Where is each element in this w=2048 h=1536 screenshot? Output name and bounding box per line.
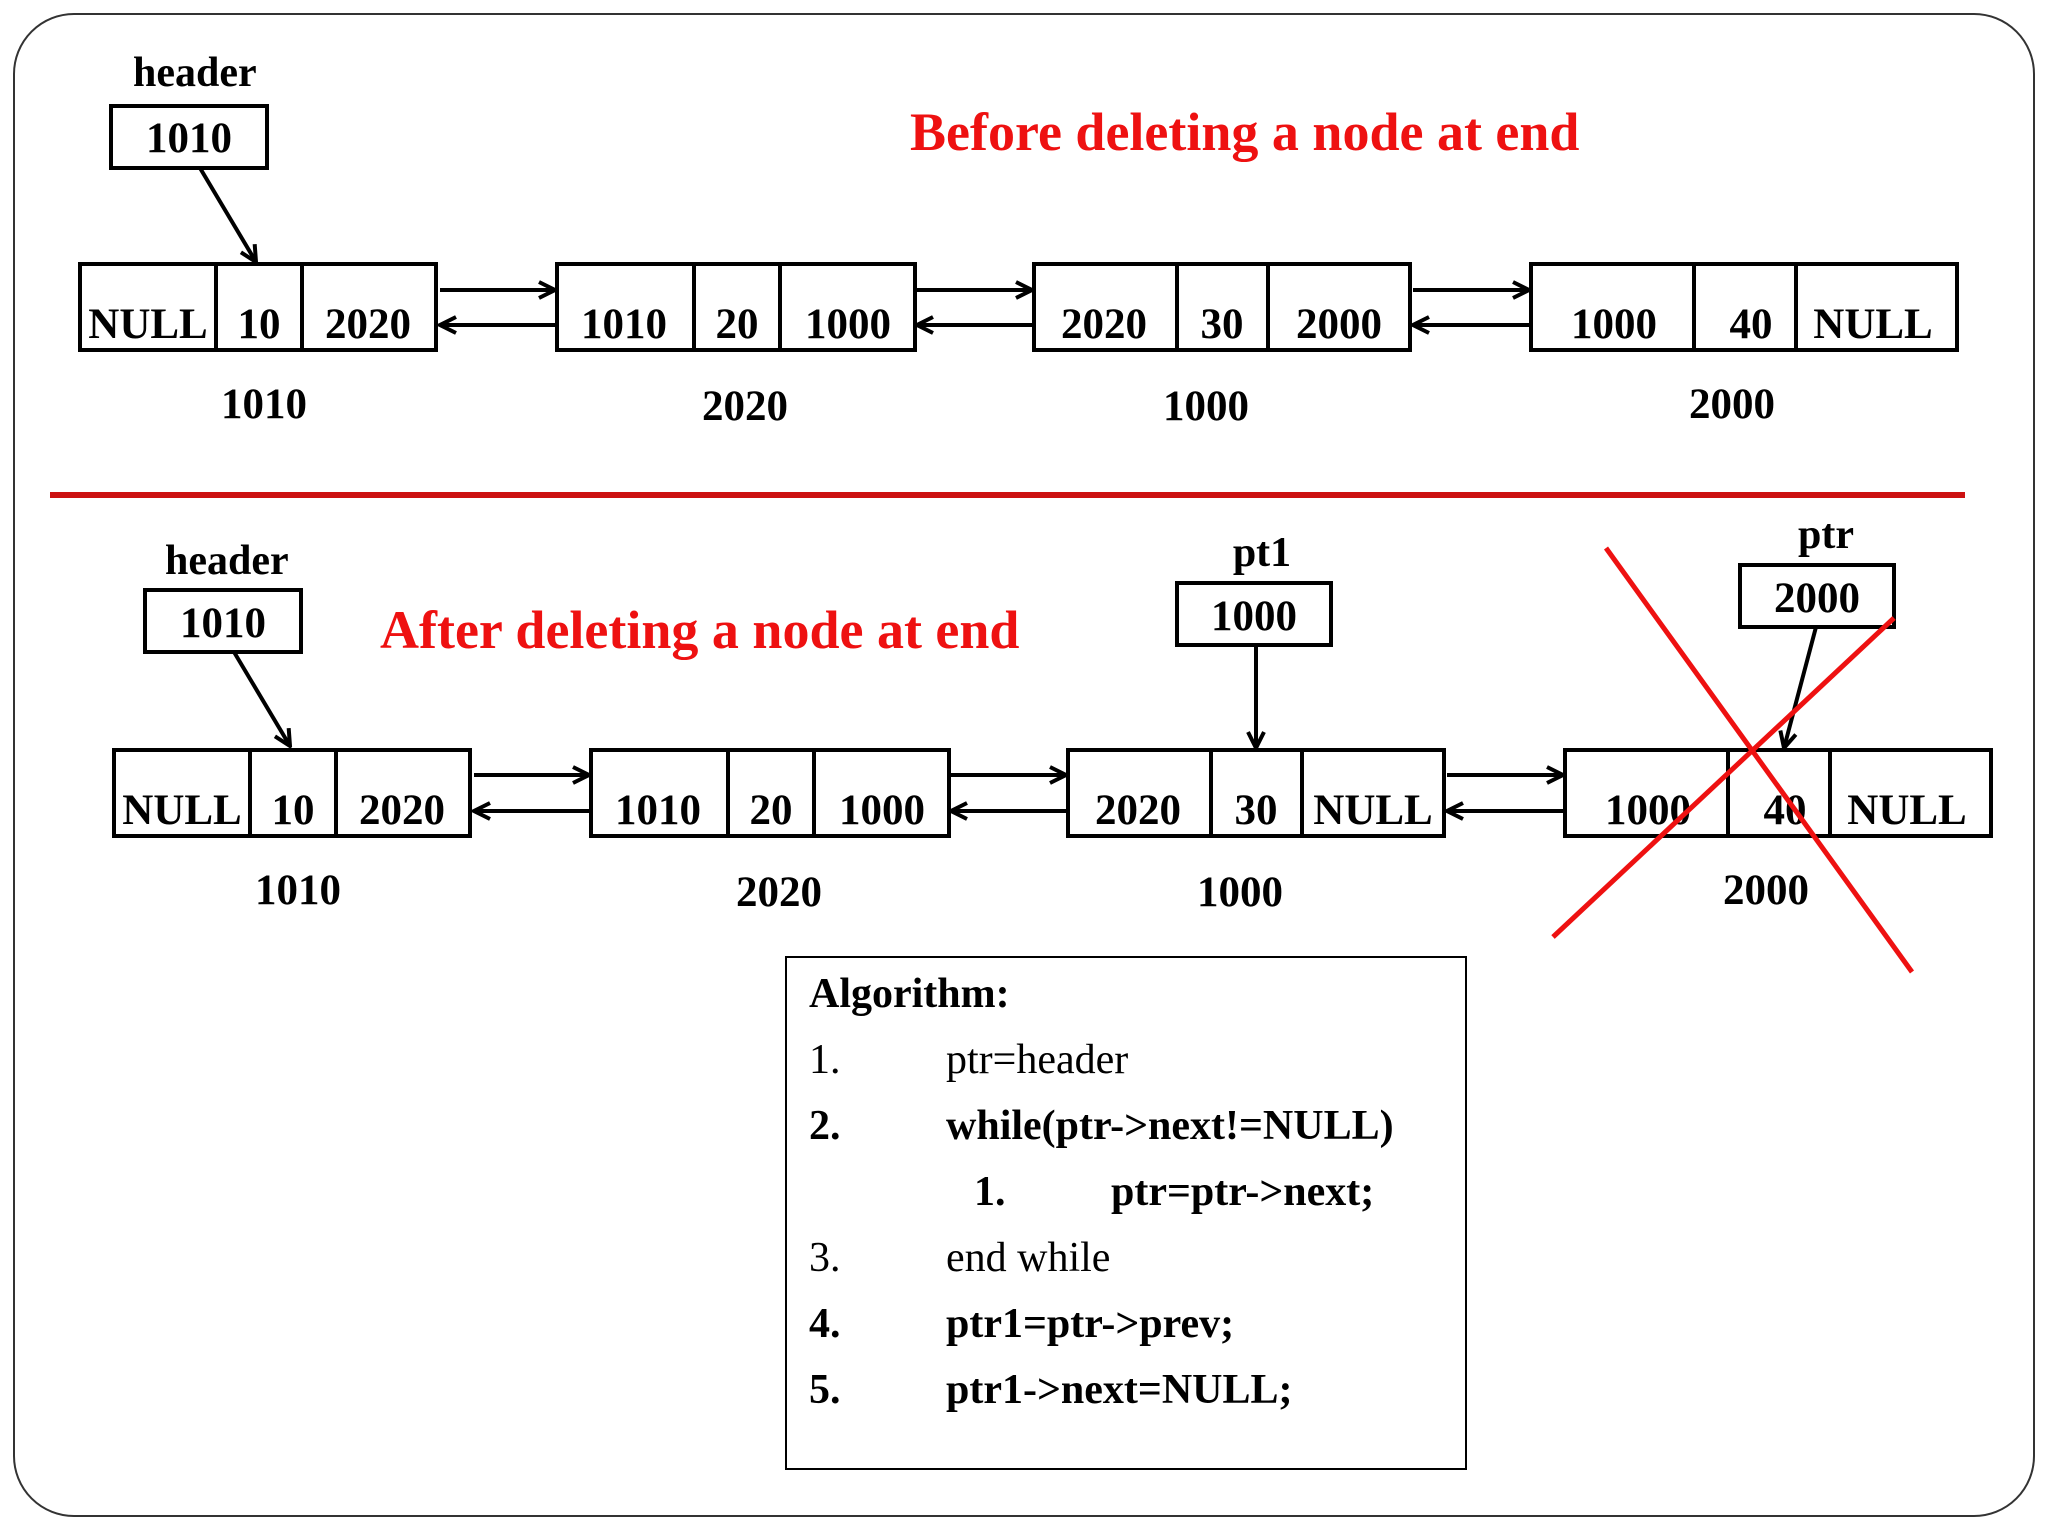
after-node-1: NULL 10 2020 — [112, 748, 472, 838]
after-node-3-prev: 2020 — [1095, 787, 1181, 834]
after-header-arrow — [232, 650, 290, 746]
after-node-3-data: 30 — [1235, 787, 1278, 834]
after-links — [474, 775, 1563, 811]
before-node-1-prev: NULL — [88, 301, 207, 348]
after-header-label: header — [165, 538, 289, 584]
step-code: end while — [946, 1235, 1111, 1281]
algorithm-box: Algorithm: 1. ptr=header 2. while(ptr->n… — [785, 956, 1467, 1470]
after-node-2-data: 20 — [750, 787, 793, 834]
step-number: 1. — [809, 1037, 841, 1083]
before-node-3-next: 2000 — [1296, 301, 1382, 348]
before-header-label: header — [133, 50, 257, 96]
before-node-2: 1010 20 1000 — [555, 262, 917, 352]
step-number: 1. — [974, 1169, 1006, 1215]
before-node-1-address: 1010 — [221, 381, 307, 428]
step-number: 3. — [809, 1235, 841, 1281]
before-links — [440, 290, 1529, 325]
pt1-box — [1175, 581, 1333, 647]
after-node-2: 1010 20 1000 — [589, 748, 951, 838]
step-number: 4. — [809, 1301, 841, 1347]
before-node-4-prev: 1000 — [1571, 301, 1657, 348]
after-node-3: 2020 30 NULL — [1066, 748, 1446, 838]
after-node-1-data: 10 — [272, 787, 315, 834]
before-node-4-data: 40 — [1730, 301, 1773, 348]
deleted-node-cross — [1551, 546, 1915, 974]
before-node-1-next: 2020 — [325, 301, 411, 348]
after-node-3-next: NULL — [1313, 787, 1432, 834]
after-node-2-address: 2020 — [736, 869, 822, 916]
step-code: ptr1->next=NULL; — [946, 1367, 1293, 1413]
step-code: while(ptr->next!=NULL) — [946, 1103, 1394, 1149]
before-node-2-prev: 1010 — [581, 301, 667, 348]
after-node-4-next: NULL — [1847, 787, 1966, 834]
after-node-2-next: 1000 — [839, 787, 925, 834]
after-node-4-prev: 1000 — [1605, 787, 1691, 834]
pt1-value: 1000 — [1211, 593, 1297, 640]
ptr-value: 2000 — [1774, 575, 1860, 622]
after-node-3-address: 1000 — [1197, 869, 1283, 916]
step-number: 2. — [809, 1103, 841, 1149]
step-code: ptr=header — [946, 1037, 1129, 1083]
step-code: ptr1=ptr->prev; — [946, 1301, 1235, 1347]
before-node-4-address: 2000 — [1689, 381, 1775, 428]
after-node-1-prev: NULL — [122, 787, 241, 834]
before-node-3: 2020 30 2000 — [1032, 262, 1412, 352]
before-header-box — [109, 104, 269, 170]
step-code: ptr=ptr->next; — [1111, 1169, 1375, 1215]
after-header-box — [143, 588, 303, 654]
before-header-value: 1010 — [146, 115, 232, 162]
after-title: After deleting a node at end — [380, 600, 1019, 660]
step-number: 5. — [809, 1367, 841, 1413]
pt1-label: pt1 — [1233, 530, 1291, 576]
before-title: Before deleting a node at end — [910, 102, 1579, 162]
before-header-arrow — [198, 166, 256, 262]
ptr-box — [1738, 563, 1896, 629]
before-node-2-next: 1000 — [805, 301, 891, 348]
before-node-4: 1000 40 NULL — [1529, 262, 1959, 352]
after-node-4: 1000 40 NULL — [1563, 748, 1993, 838]
slide-frame — [13, 13, 2035, 1517]
before-node-3-prev: 2020 — [1061, 301, 1147, 348]
before-node-3-address: 1000 — [1163, 383, 1249, 430]
after-node-2-prev: 1010 — [615, 787, 701, 834]
after-node-1-next: 2020 — [359, 787, 445, 834]
before-node-3-data: 30 — [1201, 301, 1244, 348]
after-header-value: 1010 — [180, 600, 266, 647]
before-node-1: NULL 10 2020 — [78, 262, 438, 352]
ptr-label: ptr — [1798, 512, 1854, 558]
ptr-arrow — [1784, 626, 1818, 748]
before-node-4-next: NULL — [1813, 301, 1932, 348]
after-node-1-address: 1010 — [255, 867, 341, 914]
after-node-4-address: 2000 — [1723, 867, 1809, 914]
before-node-2-data: 20 — [716, 301, 759, 348]
algorithm-title: Algorithm: — [809, 971, 1010, 1017]
before-node-1-data: 10 — [238, 301, 281, 348]
before-node-2-address: 2020 — [702, 383, 788, 430]
